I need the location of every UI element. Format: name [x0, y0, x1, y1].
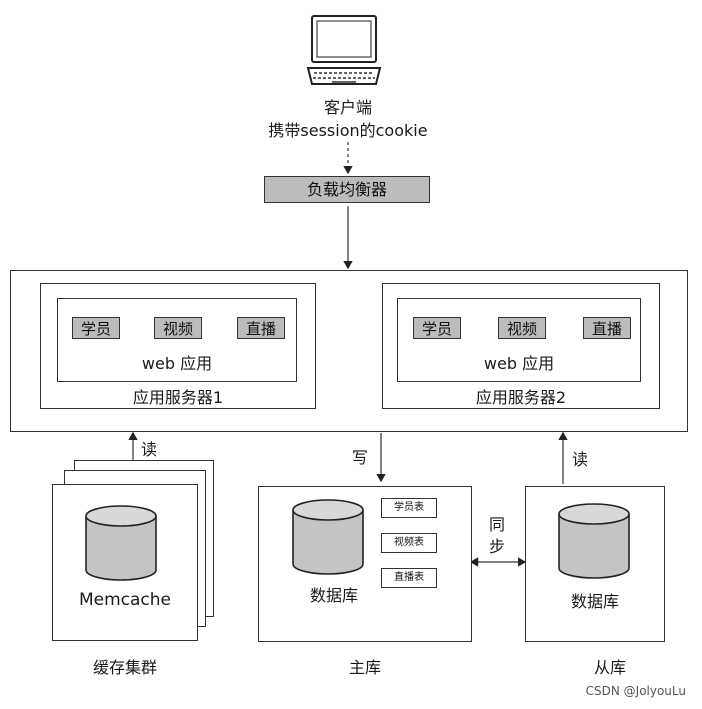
load-balancer: 负载均衡器	[264, 176, 430, 203]
web-app-label-2: web 应用	[483, 354, 555, 373]
module-student-1: 学员	[72, 317, 120, 339]
client-sublabel: 携带session的cookie	[268, 121, 428, 140]
app-server-label-1: 应用服务器1	[132, 388, 224, 407]
master-write-label: 写	[352, 448, 369, 467]
module-live-2: 直播	[583, 317, 631, 339]
watermark: CSDN @JolyouLu	[585, 684, 686, 698]
slave-db-label: 数据库	[570, 592, 619, 611]
master-db-label: 数据库	[309, 586, 358, 605]
web-app-1	[57, 298, 297, 382]
computer-icon	[306, 15, 382, 85]
cache-database-icon	[85, 505, 157, 581]
slave-read-label: 读	[572, 450, 589, 469]
client-label: 客户端	[323, 98, 372, 117]
slave-caption: 从库	[593, 658, 626, 677]
master-caption: 主库	[348, 658, 381, 677]
slave-database-icon	[558, 503, 630, 579]
cache-name: Memcache	[78, 590, 172, 610]
web-app-2	[397, 298, 641, 382]
module-student-2: 学员	[413, 317, 461, 339]
table-live: 直播表	[381, 568, 437, 588]
master-database-icon	[292, 499, 364, 575]
cache-read-label: 读	[141, 440, 158, 459]
cache-caption: 缓存集群	[92, 658, 157, 677]
table-videos: 视频表	[381, 533, 437, 553]
app-server-label-2: 应用服务器2	[475, 388, 567, 407]
module-live-1: 直播	[237, 317, 285, 339]
module-video-1: 视频	[154, 317, 202, 339]
module-video-2: 视频	[498, 317, 546, 339]
table-students: 学员表	[381, 498, 437, 518]
sync-label: 同 步	[488, 515, 505, 556]
web-app-label-1: web 应用	[141, 354, 213, 373]
